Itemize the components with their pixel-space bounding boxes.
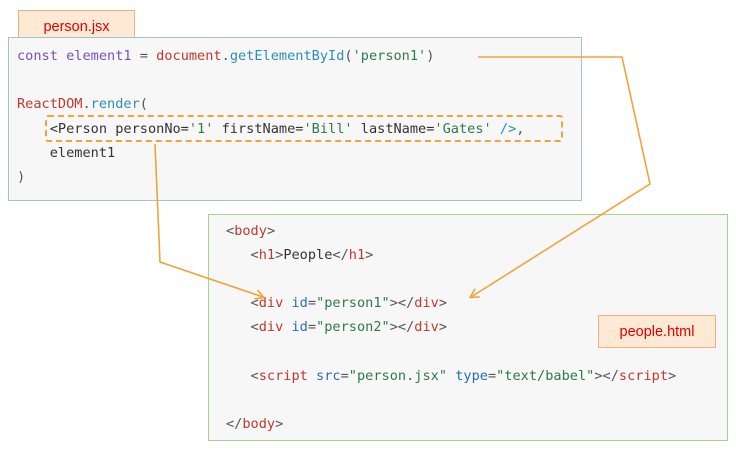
code-token: ( (344, 48, 353, 64)
code-token: type (447, 367, 488, 384)
code-line-h2: <h1>People</h1> (226, 246, 374, 264)
code-token: = (307, 319, 317, 336)
code-token: element1 (17, 144, 116, 161)
code-token: div (414, 295, 439, 312)
code-token: lastName= (352, 120, 435, 137)
code-line-l6: ) (17, 168, 25, 186)
code-line-h9: </body> (226, 415, 283, 433)
code-token: > (438, 295, 448, 312)
code-token: ( (139, 96, 148, 113)
code-token: 'person1' (352, 48, 427, 64)
code-token: ) (17, 169, 26, 185)
code-token: < (226, 223, 235, 239)
code-token: = (340, 367, 349, 384)
code-line-l4: <Person personNo='1' firstName='Bill' la… (17, 120, 525, 138)
code-token: "person.jsx" (348, 367, 448, 384)
code-token: > (275, 415, 284, 432)
code-line-h1: <body> (226, 222, 275, 240)
code-token: > (266, 223, 276, 239)
code-token: firstName= (213, 120, 304, 137)
code-token: > (668, 367, 677, 384)
code-token: render (90, 96, 140, 113)
code-token: < (226, 319, 259, 336)
code-line-h4: <div id="person1"></div> (226, 294, 448, 312)
code-token: 'Bill' (303, 120, 353, 137)
code-token: ></ (389, 319, 415, 336)
person-element-highlight (45, 115, 563, 142)
code-token: < (226, 367, 259, 384)
code-token: '1' (188, 120, 214, 137)
code-token: id (283, 295, 308, 312)
code-token: id (283, 319, 308, 336)
code-token: "text/babel" (496, 367, 595, 384)
code-token: div (258, 295, 284, 312)
code-token: h1 (258, 247, 276, 264)
code-token: h1 (348, 247, 366, 264)
code-token: = (307, 295, 317, 312)
file-label-people-html: people.html (598, 315, 716, 348)
code-token: document (147, 48, 222, 64)
code-token: ></ (389, 295, 415, 312)
code-token: "person1" (316, 295, 390, 312)
code-line-l3: ReactDOM.render( (17, 95, 148, 113)
code-token: <Person personNo= (17, 120, 189, 137)
code-token: "person2" (316, 319, 390, 336)
code-token: = (139, 48, 148, 64)
code-token: element1 (57, 48, 140, 64)
code-token: . (82, 96, 91, 113)
code-token: body (234, 223, 267, 239)
code-token: getElementById (229, 48, 345, 64)
code-token: < (226, 295, 259, 312)
code-token: . (221, 48, 230, 64)
code-token: People (283, 247, 333, 264)
code-token: > (438, 319, 448, 336)
code-token: ReactDOM (17, 96, 83, 113)
code-line-l5: element1 (17, 144, 115, 162)
code-token: div (258, 319, 284, 336)
code-token: src (307, 367, 341, 384)
code-token: </ (226, 415, 243, 432)
code-token: < (226, 247, 259, 264)
code-token: body (242, 415, 276, 432)
code-token: script (258, 367, 308, 384)
code-line-h5: <div id="person2"></div> (226, 318, 448, 336)
code-token: div (414, 319, 439, 336)
code-token: = (487, 367, 497, 384)
code-token: > (365, 247, 374, 264)
code-token: </ (332, 247, 349, 264)
code-token: ></ (594, 367, 619, 384)
code-token: script (618, 367, 669, 384)
code-token: ) (426, 48, 435, 64)
code-token: const (17, 48, 58, 64)
code-token: > (275, 247, 284, 264)
code-line-h7: <script src="person.jsx" type="text/babe… (226, 367, 677, 385)
code-line-l1: const element1 = document.getElementById… (17, 47, 434, 65)
